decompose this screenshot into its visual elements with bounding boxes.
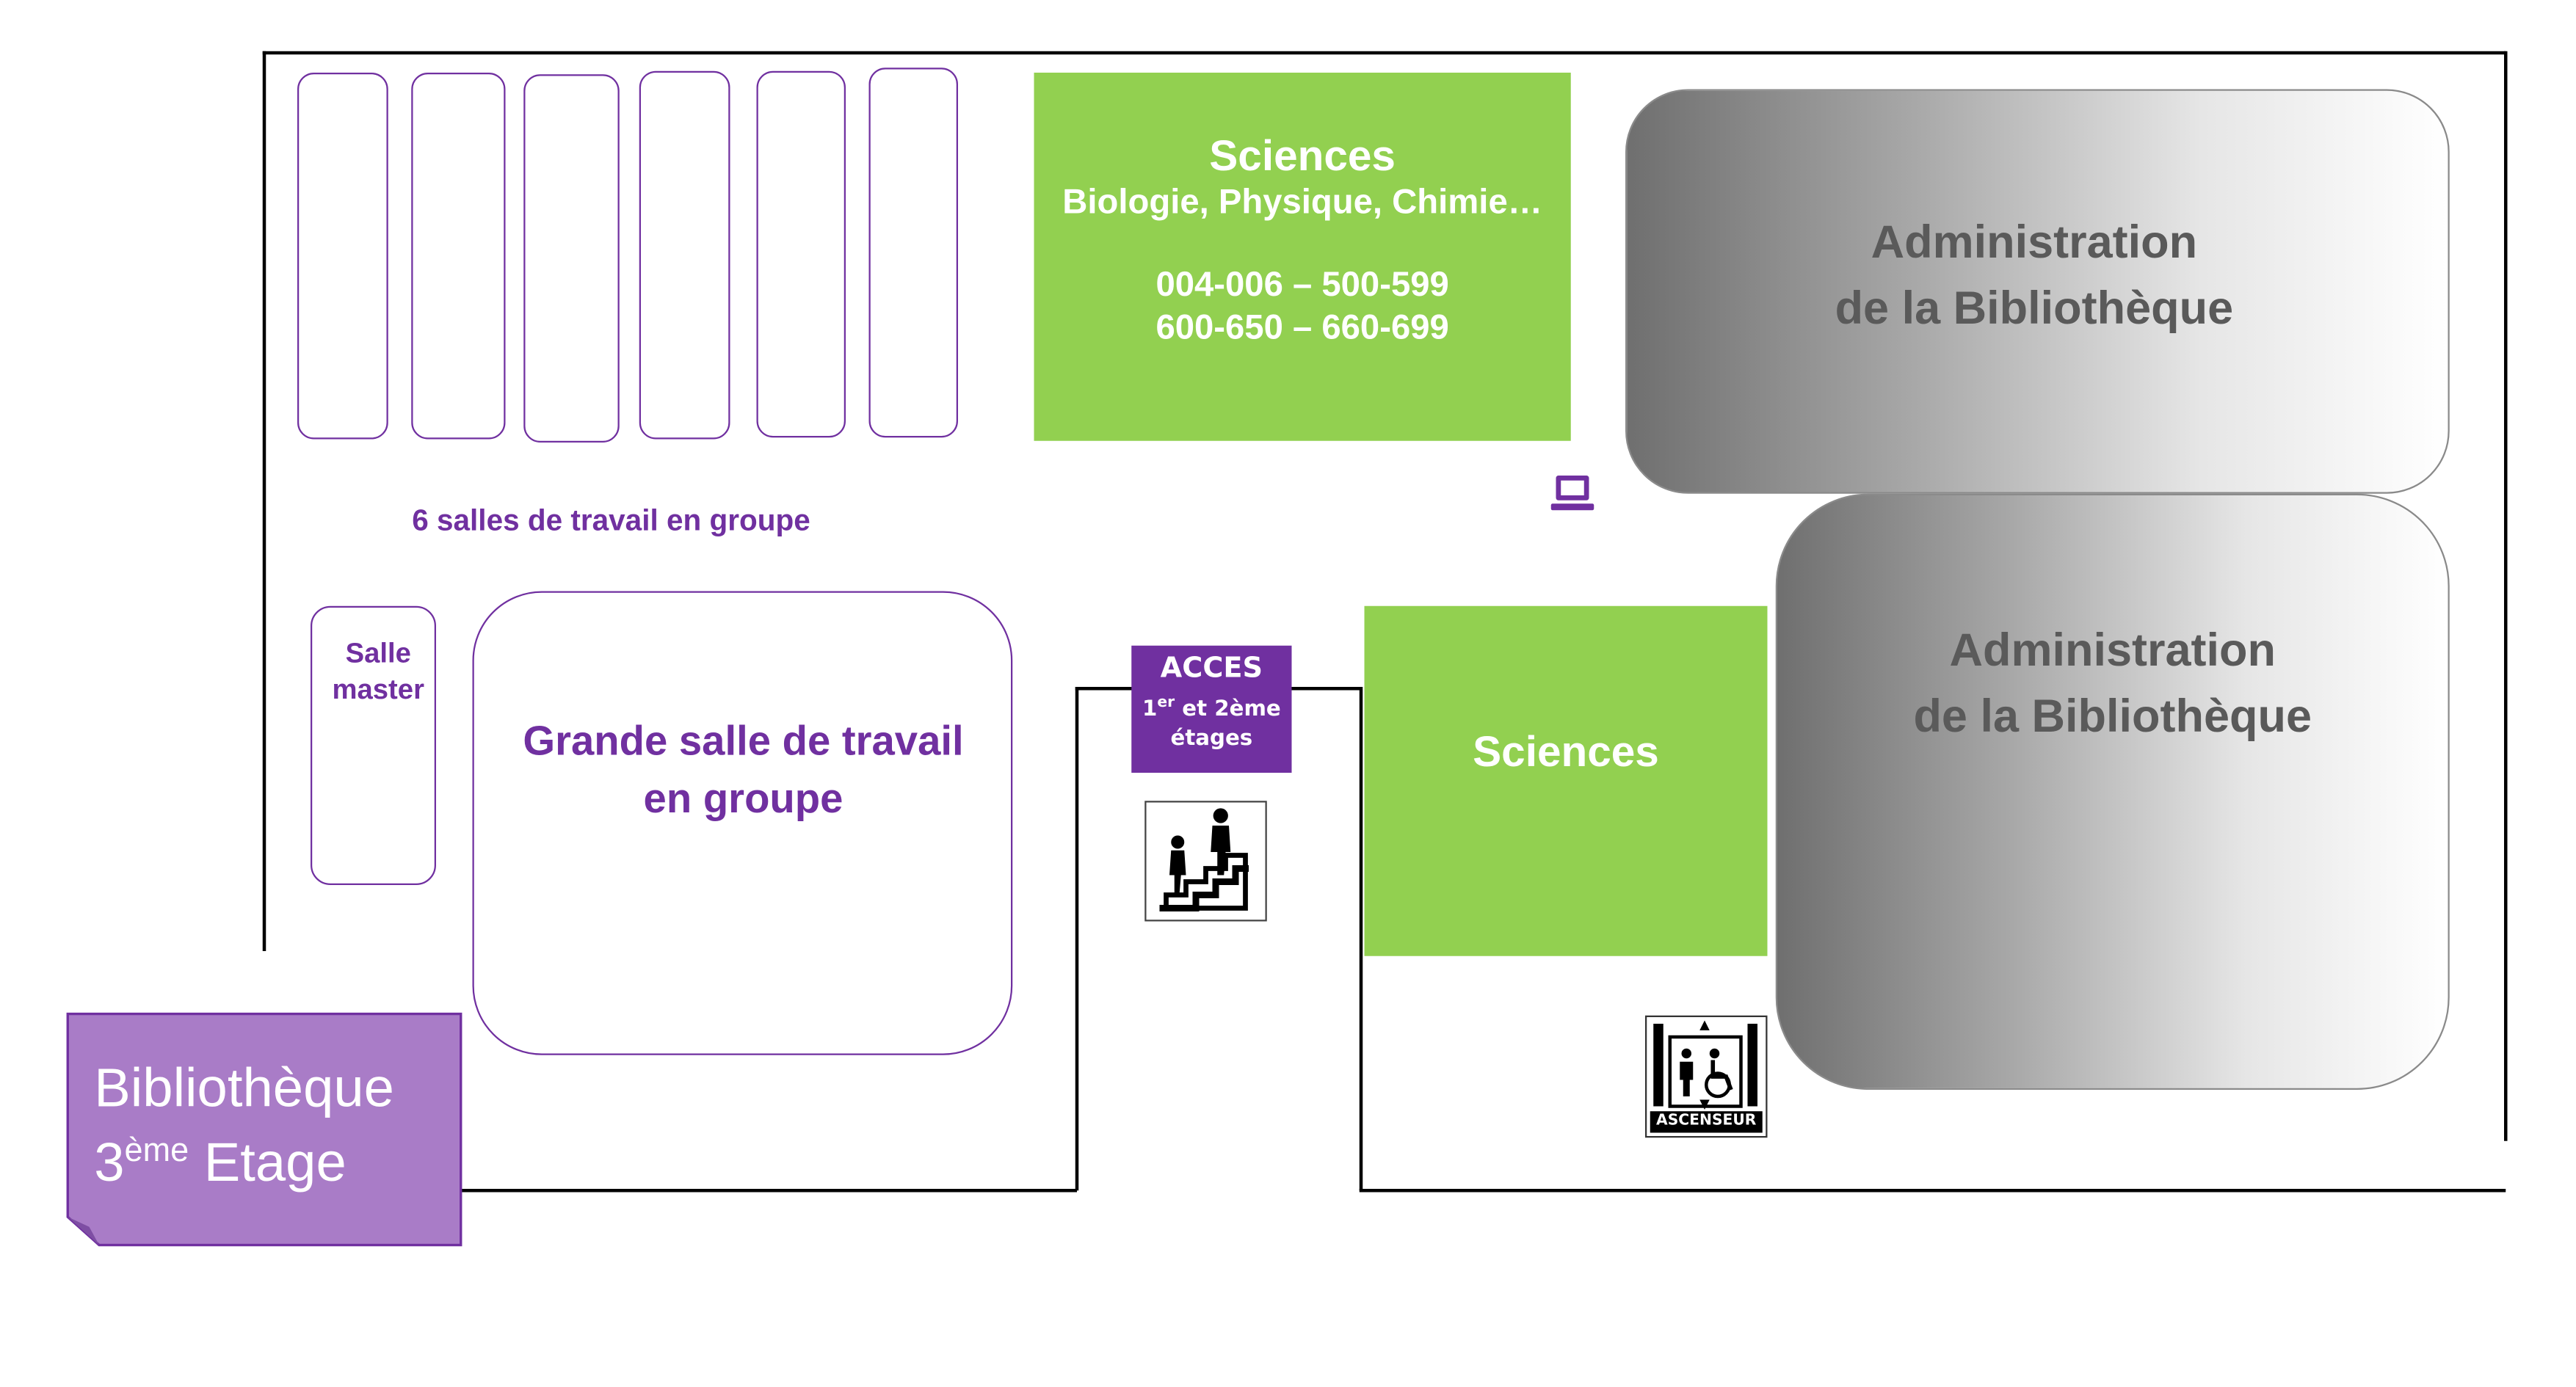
admin-bottom-line-1: Administration <box>1949 624 2276 676</box>
group-rooms-caption: 6 salles de travail en groupe <box>412 503 810 537</box>
sciences-top-range-2: 600-650 – 660-699 <box>1155 308 1449 347</box>
admin-bottom-line-2: de la Bibliothèque <box>1913 690 2312 742</box>
wall-stair-right <box>1359 687 1363 1191</box>
acces-heading: ACCES <box>1160 652 1263 685</box>
wall-left <box>262 51 266 951</box>
group-room-4[interactable] <box>639 70 730 440</box>
administration-block-bottom[interactable]: Administration de la Bibliothèque <box>1775 493 2450 1090</box>
group-room-3[interactable] <box>523 74 620 443</box>
acces-box[interactable]: ACCES 1er et 2ème étages <box>1131 645 1292 773</box>
group-room-5[interactable] <box>756 70 846 438</box>
sciences-top-range-1: 004-006 – 500-599 <box>1155 266 1449 304</box>
floor-title-box: Bibliothèque 3ème Etage <box>66 1012 462 1247</box>
elevator-icon: ASCENSEUR <box>1645 1015 1768 1138</box>
wall-stair-top-right <box>1290 687 1361 690</box>
acces-floors-line: 1er et 2ème <box>1142 695 1281 722</box>
sciences-section-bottom[interactable]: Sciences <box>1364 605 1768 956</box>
laptop-icon <box>1550 473 1596 516</box>
sciences-top-heading: Sciences <box>1209 130 1396 181</box>
administration-block-top[interactable]: Administration de la Bibliothèque <box>1625 89 2450 494</box>
salle-master-label: Salle master <box>332 637 424 705</box>
wall-bottom-left <box>460 1189 1077 1192</box>
admin-top-line-2: de la Bibliothèque <box>1835 282 2234 334</box>
admin-top-line-1: Administration <box>1871 216 2198 268</box>
sciences-bottom-heading: Sciences <box>1473 727 1659 776</box>
wall-top <box>262 51 2506 54</box>
floor-title-line-1: Bibliothèque <box>94 1057 394 1118</box>
wall-right <box>2504 51 2507 1141</box>
wall-stair-top-left <box>1075 687 1133 690</box>
sciences-top-subtitle: Biologie, Physique, Chimie… <box>1062 183 1542 222</box>
wall-stair-left <box>1075 687 1078 1191</box>
group-room-1[interactable] <box>297 73 388 440</box>
grande-salle-label: Grande salle de travail en groupe <box>523 718 964 823</box>
group-room-2[interactable] <box>411 73 506 440</box>
elevator-label: ASCENSEUR <box>1650 1111 1763 1133</box>
group-room-6[interactable] <box>868 68 958 438</box>
stairs-icon <box>1144 801 1267 922</box>
salle-master-room[interactable] <box>311 605 436 885</box>
acces-etages-line: étages <box>1170 727 1253 752</box>
floor-title-line-2: 3ème Etage <box>94 1131 347 1193</box>
wall-bottom-right <box>1359 1189 2506 1192</box>
sciences-section-top[interactable]: Sciences Biologie, Physique, Chimie… 004… <box>1034 73 1571 441</box>
grande-salle-room[interactable] <box>472 591 1013 1055</box>
